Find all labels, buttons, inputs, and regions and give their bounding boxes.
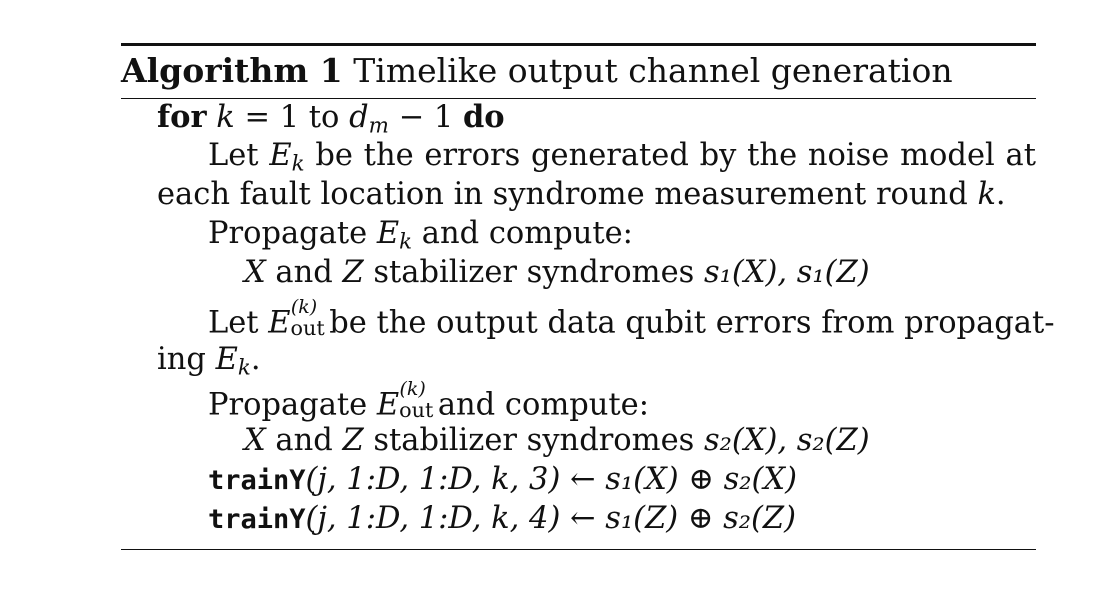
line5-text: be the output data qubit errors from pro… bbox=[329, 305, 1055, 341]
line-propagate-eout: Propagate E(k)out and compute: bbox=[208, 378, 649, 425]
propagate-word: Propagate bbox=[208, 216, 368, 251]
loop-range: = 1 to bbox=[244, 100, 340, 135]
algorithm-label: Algorithm 1 bbox=[121, 51, 343, 90]
algorithm-title: Algorithm 1 Timelike output channel gene… bbox=[121, 46, 1036, 98]
and-compute: and compute: bbox=[421, 216, 633, 251]
line-syndromes-s1: X and Z stabilizer syndromes s₁(X), s₁(Z… bbox=[244, 254, 870, 292]
loop-upper: − 1 bbox=[398, 100, 454, 135]
eout-scripts: (k)out bbox=[399, 378, 433, 421]
X-symbol: X bbox=[244, 423, 266, 458]
k-subscript: k bbox=[237, 355, 251, 381]
E-symbol: E bbox=[376, 216, 400, 251]
stabilizer-syndromes: stabilizer syndromes bbox=[373, 255, 695, 290]
line2-text: each fault location in syndrome measurem… bbox=[157, 177, 968, 212]
trainY-function: trainY bbox=[208, 504, 306, 535]
dm-subscript: m bbox=[368, 113, 389, 139]
dm-symbol: d bbox=[349, 100, 369, 135]
and-word: and bbox=[275, 423, 333, 458]
s2-syndromes: s₂(X), s₂(Z) bbox=[703, 423, 870, 458]
E-symbol: E bbox=[376, 387, 400, 423]
E-symbol: E bbox=[268, 305, 291, 341]
keyword-for: for bbox=[157, 99, 207, 135]
eout-subscript: out bbox=[399, 397, 434, 422]
eout-scripts: (k)out bbox=[291, 296, 325, 339]
line-let-ek: Let Ek be the errors generated by the no… bbox=[208, 137, 1036, 183]
keyword-do: do bbox=[462, 99, 505, 135]
trainY-3-expression: (j, 1:D, 1:D, k, 3) ← s₁(X) ⊕ s₂(X) bbox=[305, 462, 798, 497]
eout-superscript: (k) bbox=[399, 378, 426, 401]
line6-period: . bbox=[250, 342, 261, 377]
trainY-function: trainY bbox=[208, 465, 306, 496]
Z-symbol: Z bbox=[342, 423, 364, 458]
propagate-word: Propagate bbox=[208, 387, 368, 423]
E-symbol: E bbox=[215, 342, 238, 377]
header-rule bbox=[121, 98, 1036, 99]
line-for-loop: for k = 1 to dm − 1 do bbox=[157, 98, 505, 145]
X-symbol: X bbox=[244, 255, 266, 290]
line-trainy-3: trainY(j, 1:D, 1:D, k, 3) ← s₁(X) ⊕ s₂(X… bbox=[208, 461, 797, 500]
line-fault-location: each fault location in syndrome measurem… bbox=[157, 176, 1006, 214]
stabilizer-syndromes: stabilizer syndromes bbox=[373, 423, 695, 458]
eout-superscript: (k) bbox=[290, 296, 318, 319]
line-syndromes-s2: X and Z stabilizer syndromes s₂(X), s₂(Z… bbox=[244, 422, 870, 460]
round-k: k bbox=[977, 177, 996, 212]
E-symbol: E bbox=[269, 138, 292, 173]
line-let-eout: Let E(k)out be the output data qubit err… bbox=[208, 296, 1055, 343]
and-compute: and compute: bbox=[437, 387, 649, 423]
line1-text: be the errors generated by the noise mod… bbox=[315, 138, 1036, 173]
trainY-4-expression: (j, 1:D, 1:D, k, 4) ← s₁(Z) ⊕ s₂(Z) bbox=[305, 501, 796, 536]
line-propagate-ek: Propagate Ek and compute: bbox=[208, 215, 633, 261]
top-rule bbox=[121, 43, 1036, 46]
Z-symbol: Z bbox=[342, 255, 364, 290]
bottom-rule bbox=[121, 549, 1036, 550]
k-subscript: k bbox=[291, 151, 305, 177]
let-word: Let bbox=[208, 305, 259, 341]
loop-variable: k bbox=[216, 100, 235, 135]
and-word: and bbox=[275, 255, 333, 290]
eout-subscript: out bbox=[290, 315, 325, 340]
ing-word: ing bbox=[157, 342, 206, 377]
k-subscript: k bbox=[399, 229, 413, 255]
line-trainy-4: trainY(j, 1:D, 1:D, k, 4) ← s₁(Z) ⊕ s₂(Z… bbox=[208, 500, 796, 539]
s1-syndromes: s₁(X), s₁(Z) bbox=[703, 255, 870, 290]
let-word: Let bbox=[208, 138, 259, 173]
line2-period: . bbox=[995, 177, 1006, 212]
algorithm-caption: Timelike output channel generation bbox=[353, 51, 953, 90]
algorithm-box: Algorithm 1 Timelike output channel gene… bbox=[121, 43, 1036, 99]
line-ing-ek: ing Ek. bbox=[157, 341, 261, 387]
